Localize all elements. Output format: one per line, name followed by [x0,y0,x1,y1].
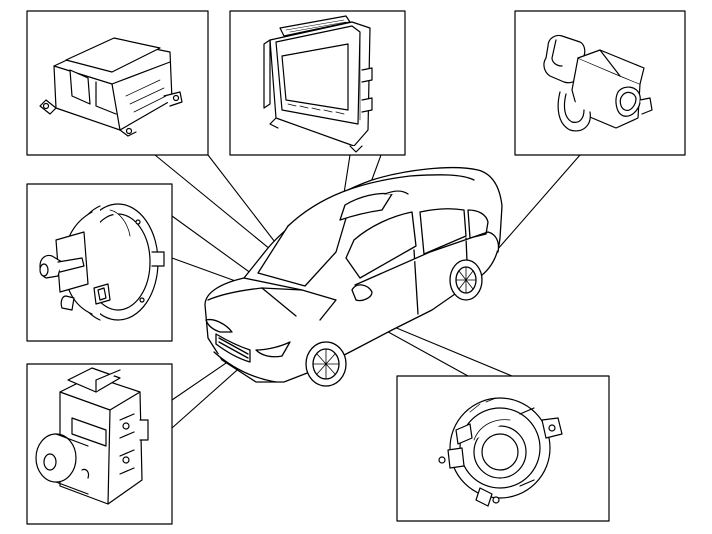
abs-unit-icon [35,367,149,505]
brake-booster-icon [39,203,165,321]
leader-line-sensor [489,154,581,259]
control-module-icon [39,37,183,137]
sedan-car-icon [204,166,503,387]
ecu-icon [263,15,373,153]
sensor-icon [543,34,653,132]
clock-spring-icon [438,397,563,507]
